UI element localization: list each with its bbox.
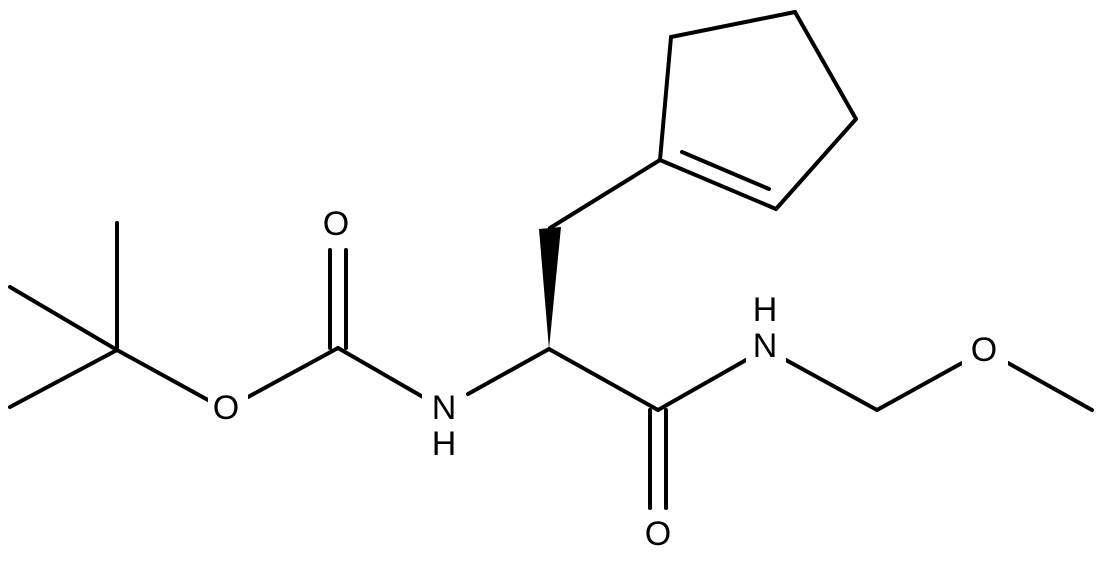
bond-ring-5 <box>658 35 673 162</box>
bond-ch2-ring <box>548 158 662 230</box>
bond-tbu-c2 <box>8 285 119 352</box>
bond-camide-nh <box>656 358 748 412</box>
bond-nh-calpha <box>466 347 551 396</box>
atom-o-carbonyl-boc: O <box>323 205 349 243</box>
bond-o-ch3 <box>1006 361 1094 412</box>
atom-n-carbamate: N <box>432 389 457 427</box>
atom-o-amide-carbonyl: O <box>645 515 671 553</box>
bond-ring-double-1 <box>658 158 778 211</box>
bond-tbu-o <box>115 348 210 402</box>
atom-o-ester: O <box>213 389 239 427</box>
bond-calpha-camide <box>547 347 660 412</box>
bond-ring-2 <box>774 117 858 211</box>
bond-o-carbonyl-c <box>246 346 340 399</box>
bond-ring-3 <box>793 10 858 121</box>
bond-c-nh <box>336 346 425 399</box>
wedge-bond-stereo <box>539 227 561 349</box>
bond-nh-ch2 <box>784 358 879 412</box>
bond-ring-4 <box>669 10 797 39</box>
atom-o-ether: O <box>971 331 997 369</box>
atom-h-amide: H <box>753 291 778 329</box>
bond-ch2-o <box>875 361 964 412</box>
bond-tbu-c3 <box>8 348 119 409</box>
bond-ring-double-2 <box>680 150 771 191</box>
atom-n-amide: N <box>753 327 778 365</box>
atom-h-carbamate: H <box>432 425 457 463</box>
